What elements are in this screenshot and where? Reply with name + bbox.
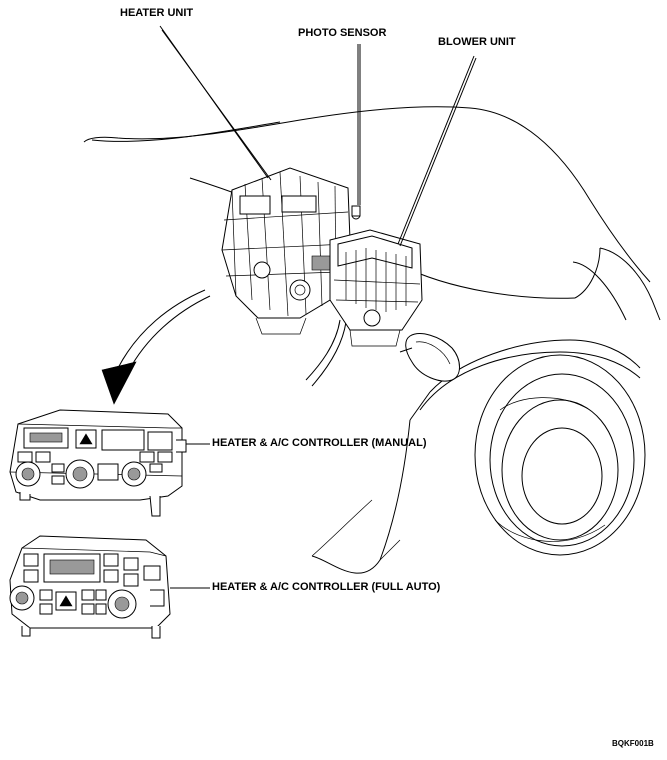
leader-lines xyxy=(159,25,477,589)
label-controller-full-auto: HEATER & A/C CONTROLLER (FULL AUTO) xyxy=(212,581,441,593)
pointer-arrow xyxy=(101,289,211,405)
figure-code: BQKF001B xyxy=(612,739,654,748)
label-photo-sensor: PHOTO SENSOR xyxy=(298,27,387,39)
label-heater-unit: HEATER UNIT xyxy=(120,7,194,19)
blower-unit-assembly xyxy=(329,229,423,347)
label-controller-manual: HEATER & A/C CONTROLLER (MANUAL) xyxy=(212,437,427,449)
vehicle-outline xyxy=(83,106,661,574)
controller-manual-drawing xyxy=(9,409,187,517)
heater-unit-assembly xyxy=(221,167,361,387)
controller-full-auto-drawing xyxy=(9,535,171,639)
label-blower-unit: BLOWER UNIT xyxy=(438,36,516,48)
